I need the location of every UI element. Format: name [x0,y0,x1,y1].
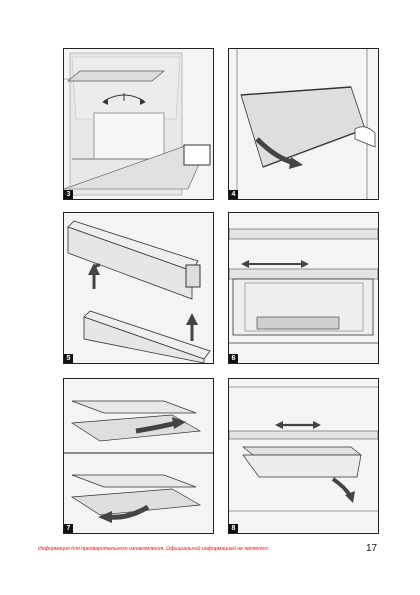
figure-label: 6 [229,354,238,363]
figure-label: 3 [64,190,73,199]
figure-label: 7 [64,524,73,533]
glass-shelf-tilt-illustration [229,49,378,199]
figure-6: 6 [228,212,379,364]
split-shelf-illustration [64,379,213,533]
vegetable-drawer-illustration [229,213,378,363]
figure-3: 3 [63,48,214,200]
drawer-slide-illustration [229,379,378,533]
door-shelf-removal-illustration [64,213,213,363]
figure-label: 8 [229,524,238,533]
figure-label: 4 [229,190,238,199]
figure-4: 4 [228,48,379,200]
figure-5: 5 [63,212,214,364]
page-number: 17 [366,543,378,554]
disclaimer-text: Информация для предварительного ознакомл… [38,546,270,552]
figure-8: 8 [228,378,379,534]
figure-7: 7 [63,378,214,534]
figure-label: 5 [64,354,73,363]
shelf-removal-illustration [64,49,213,199]
